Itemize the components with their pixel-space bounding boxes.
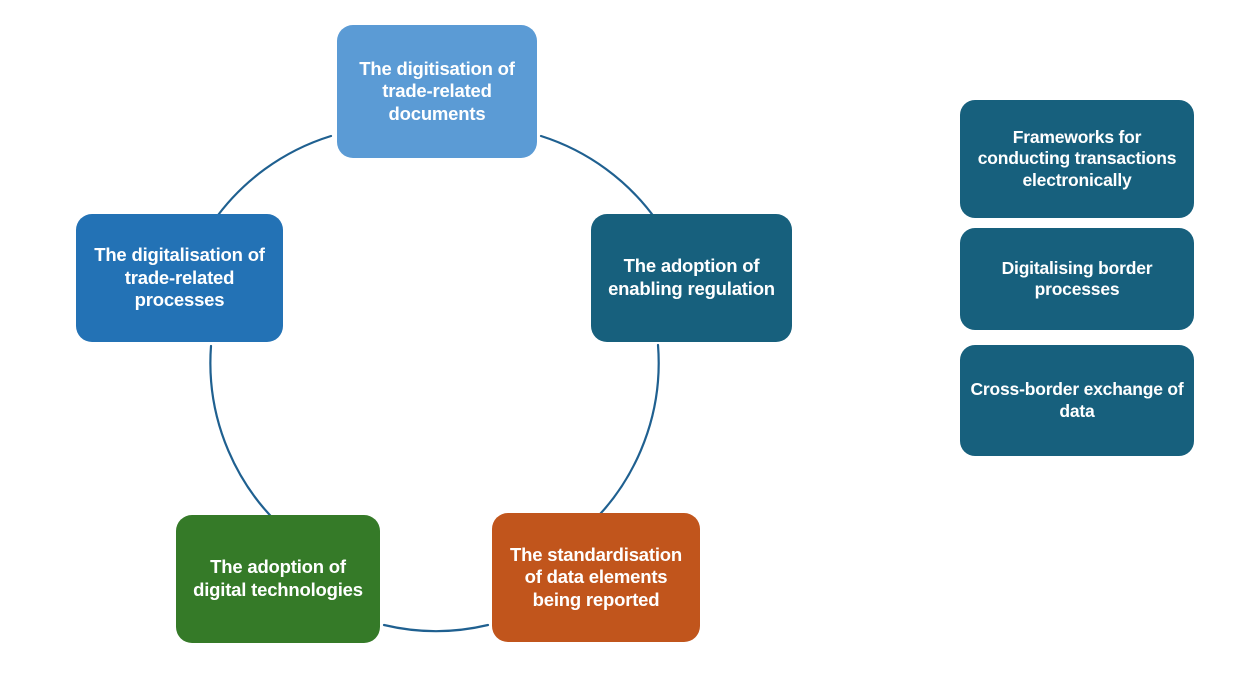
cycle-node-digital-technologies[interactable]: The adoption of digital technologies [176, 515, 380, 643]
cycle-node-enabling-regulation[interactable]: The adoption of enabling regulation [591, 214, 792, 342]
cycle-node-digitisation-documents[interactable]: The digitisation of trade-related docume… [337, 25, 537, 158]
side-node-frameworks-electronic-transactions[interactable]: Frameworks for conducting transactions e… [960, 100, 1194, 218]
side-node-digitalising-border-processes[interactable]: Digitalising border processes [960, 228, 1194, 330]
arc-bottom-right-to-bottom-left [382, 623, 490, 633]
side-node-cross-border-data-exchange[interactable]: Cross-border exchange of data [960, 345, 1194, 456]
cycle-node-digitalisation-processes[interactable]: The digitalisation of trade-related proc… [76, 214, 283, 342]
arc-right-to-bottom-right [575, 343, 660, 538]
arc-top-to-right [539, 134, 659, 223]
cycle-node-standardisation-data-elements[interactable]: The standardisation of data elements bei… [492, 513, 700, 642]
arc-bottom-left-to-left [209, 344, 294, 538]
arc-left-to-top [211, 134, 333, 224]
